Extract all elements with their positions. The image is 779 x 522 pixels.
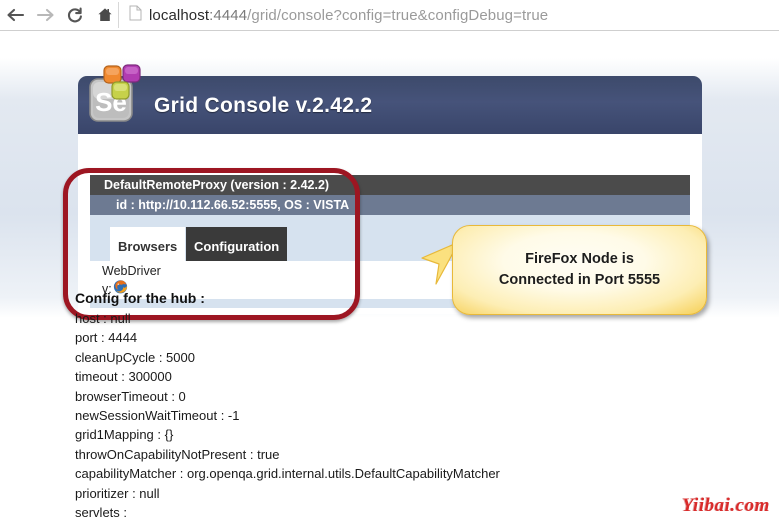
back-button[interactable] (0, 0, 30, 30)
proxy-id-line: id : http://10.112.66.52:5555, OS : VIST… (90, 195, 690, 215)
browser-version-row: v: (102, 279, 690, 298)
back-arrow-icon (6, 7, 25, 23)
page-document-icon (129, 5, 142, 26)
tab-browsers[interactable]: Browsers (110, 227, 186, 261)
config-line: port : 4444 (75, 330, 138, 346)
config-line: throwOnCapabilityNotPresent : true (75, 446, 280, 462)
address-bar-url: localhost:4444/grid/console?config=true&… (149, 6, 549, 24)
grid-console-header: Se Grid Console v.2.42.2 (78, 64, 702, 134)
selenium-logo: Se (86, 63, 142, 125)
callout-line-2: Connected in Port 5555 (498, 272, 661, 288)
config-line: browserTimeout : 0 (75, 388, 186, 404)
version-prefix-label: v: (102, 281, 112, 296)
web-page-content: Se Grid Console v.2.42.2 DefaultRemotePr… (0, 31, 779, 520)
config-line: cleanUpCycle : 5000 (75, 349, 195, 365)
config-line: capabilityMatcher : org.openqa.grid.inte… (75, 466, 500, 482)
config-lines: host : null port : 4444 cleanUpCycle : 500… (75, 309, 755, 522)
config-line: prioritizer : null (75, 485, 160, 501)
proxy-title: DefaultRemoteProxy (version : 2.42.2) (90, 175, 690, 195)
hub-config-listing: Config for the hub : host : null port : 4… (75, 289, 755, 522)
browser-toolbar: localhost:4444/grid/console?config=true&… (0, 0, 779, 31)
callout-tail-icon (421, 238, 461, 288)
callout-bubble: FireFox Node is Connected in Port 5555 (452, 225, 707, 315)
address-bar[interactable]: localhost:4444/grid/console?config=true&… (118, 2, 777, 28)
tab-configuration[interactable]: Configuration (186, 227, 288, 261)
config-line: host : null (75, 311, 131, 326)
callout-annotation: FireFox Node is Connected in Port 5555 (421, 225, 707, 315)
forward-button[interactable] (30, 0, 60, 30)
home-button[interactable] (90, 0, 120, 30)
config-line: newSessionWaitTimeout : -1 (75, 408, 240, 424)
config-heading: Config for the hub : (75, 290, 205, 306)
forward-arrow-icon (36, 7, 55, 23)
browser-protocol-label: WebDriver (102, 264, 161, 278)
home-icon (96, 6, 114, 24)
page-title: Grid Console v.2.42.2 (154, 94, 373, 117)
config-line: timeout : 300000 (75, 369, 172, 385)
config-line: servlets : (75, 505, 128, 521)
firefox-icon (113, 279, 128, 298)
config-line: grid1Mapping : {} (75, 427, 174, 443)
watermark: Yiibai.com (682, 495, 770, 516)
reload-button[interactable] (60, 0, 90, 30)
callout-line-1: FireFox Node is (525, 251, 634, 267)
reload-icon (66, 6, 84, 24)
